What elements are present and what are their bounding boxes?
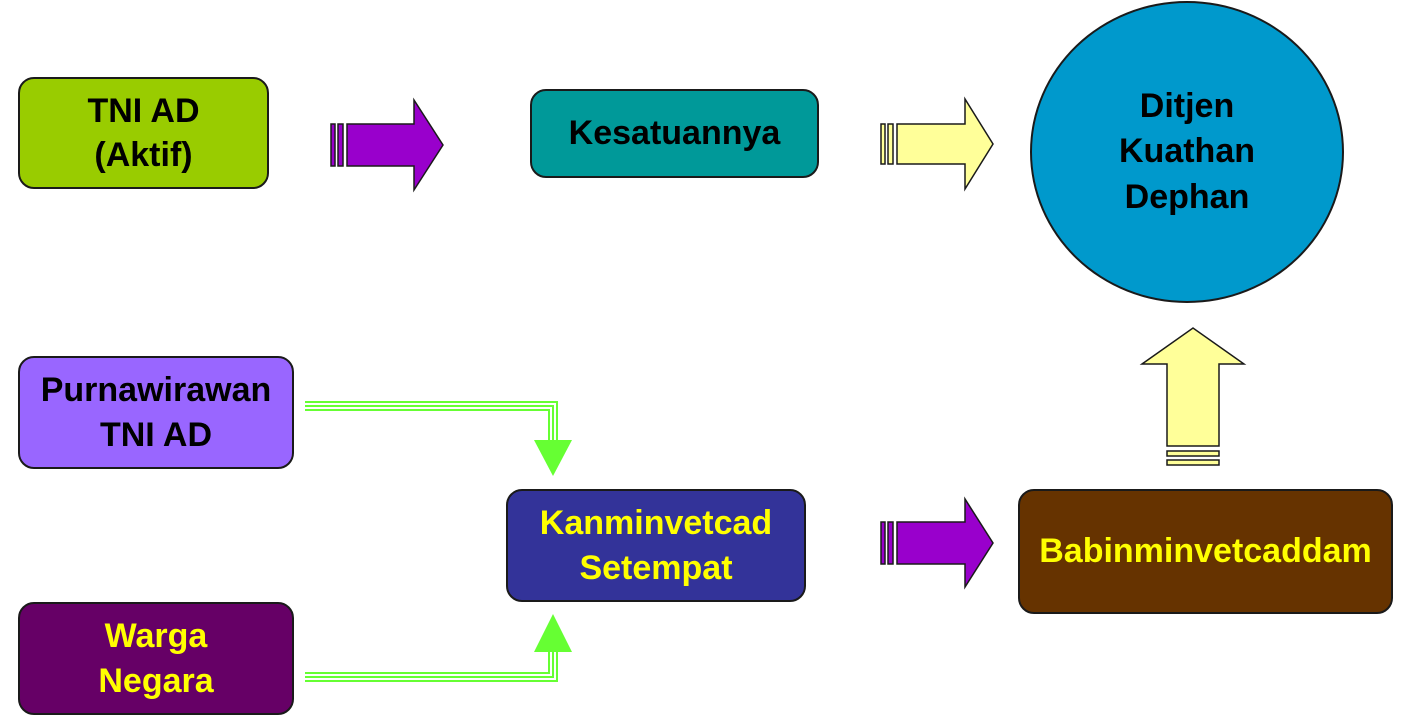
connector-arrowhead-down (534, 440, 572, 476)
node-label: Ditjen Kuathan Dephan (1119, 87, 1255, 216)
arrow-kanminvetcad-to-babinminvetcaddam (880, 496, 994, 590)
node-babinminvetcaddam: Babinminvetcaddam (1018, 489, 1393, 614)
connector-arrowhead-up (534, 614, 572, 652)
arrow-babinminvetcaddam-to-ditjen (1139, 327, 1247, 466)
node-label: TNI AD (Aktif) (87, 91, 200, 174)
node-kanminvetcad-setempat: Kanminvetcad Setempat (506, 489, 806, 602)
node-label: Warga Negara (98, 617, 214, 700)
node-label: Babinminvetcaddam (1039, 532, 1372, 571)
node-label: Kesatuannya (568, 114, 781, 153)
node-warga-negara: Warga Negara (18, 602, 294, 715)
node-label: Purnawirawan TNI AD (40, 371, 272, 454)
node-ditjen-kuathan-dephan: Ditjen Kuathan Dephan (1030, 1, 1344, 303)
node-label: Kanminvetcad Setempat (539, 504, 773, 587)
arrow-kesatuannya-to-ditjen (880, 96, 994, 192)
node-purnawirawan-tni-ad: Purnawirawan TNI AD (18, 356, 294, 469)
connector-warga-negara-to-kanminvetcad (305, 650, 558, 682)
node-kesatuannya: Kesatuannya (530, 89, 819, 178)
arrow-tni-to-kesatuannya (330, 97, 444, 193)
node-tni-ad-aktif: TNI AD (Aktif) (18, 77, 269, 189)
connector-purnawirawan-to-kanminvetcad (305, 401, 558, 440)
